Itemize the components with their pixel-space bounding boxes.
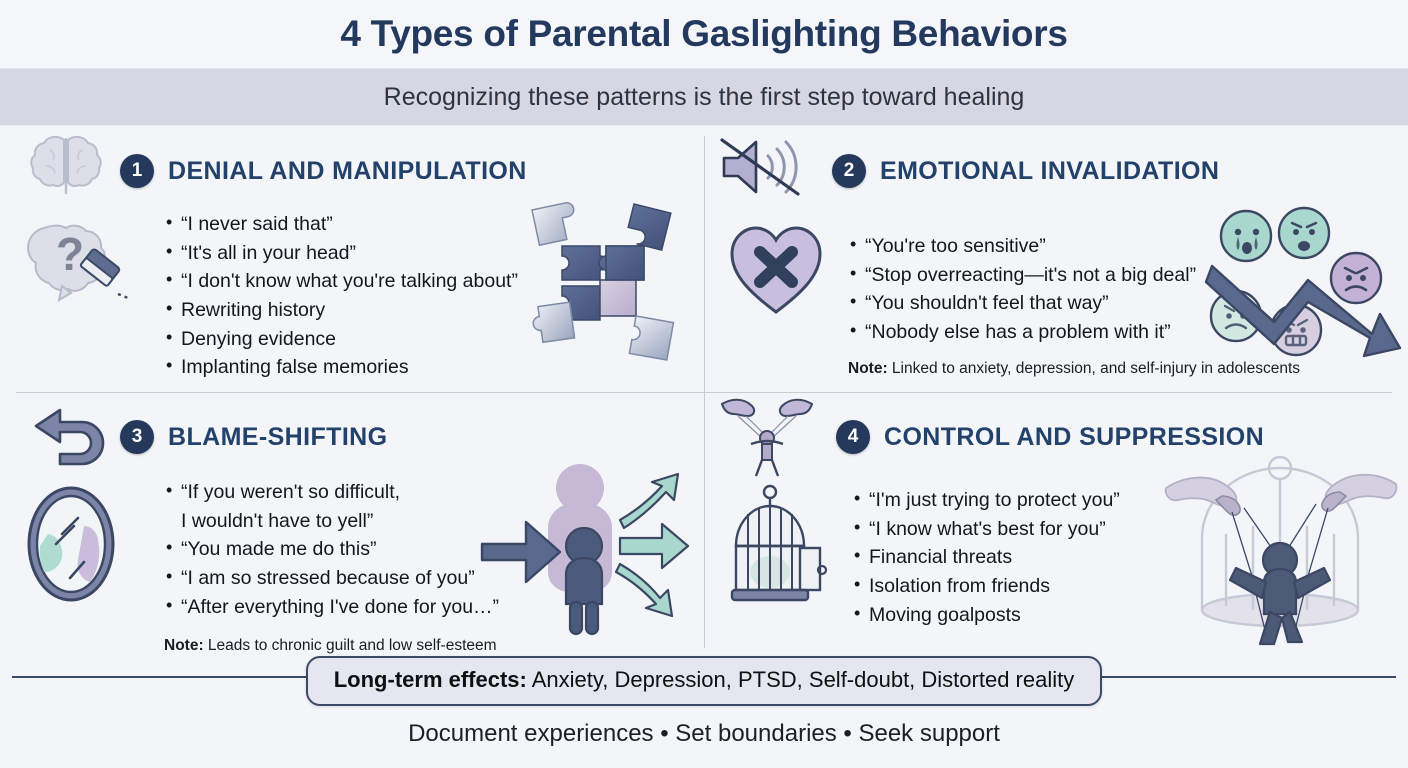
quadrant-grid: ? 1 DENIAL AND MANIPULATION “I never sai… bbox=[0, 126, 1408, 658]
long-term-effects-text: Anxiety, Depression, PTSD, Self-doubt, D… bbox=[526, 667, 1075, 692]
long-term-effects-banner: Long-term effects: Anxiety, Depression, … bbox=[305, 656, 1103, 706]
thought-bubble-eraser-icon: ? bbox=[18, 208, 136, 318]
quadrant-denial-and-manipulation: ? 1 DENIAL AND MANIPULATION “I never sai… bbox=[0, 126, 704, 392]
page-subtitle: Recognizing these patterns is the first … bbox=[383, 82, 1025, 111]
list-item: “It's all in your head” bbox=[164, 238, 594, 268]
page-title: 4 Types of Parental Gaslighting Behavior… bbox=[340, 13, 1068, 54]
list-item: Financial threats bbox=[852, 542, 1232, 572]
note-label: Note: bbox=[164, 637, 204, 655]
list-item: Rewriting history bbox=[164, 295, 594, 325]
footer-tagline: Document experiences • Set boundaries • … bbox=[408, 720, 1000, 747]
page-header: 4 Types of Parental Gaslighting Behavior… bbox=[0, 0, 1408, 68]
quadrant-1-title: DENIAL AND MANIPULATION bbox=[168, 156, 527, 185]
puppet-hands-icon bbox=[718, 394, 816, 478]
quadrant-blame-shifting: 3 BLAME-SHIFTING “If you weren't so diff… bbox=[0, 392, 704, 658]
undo-arrow-icon bbox=[26, 404, 114, 466]
list-item: “After everything I've done for you…” bbox=[164, 592, 544, 622]
quadrant-control-and-suppression: 4 CONTROL AND SUPPRESSION “I'm just tryi… bbox=[704, 392, 1408, 658]
svg-text:?: ? bbox=[56, 228, 84, 280]
quadrant-4-title: CONTROL AND SUPPRESSION bbox=[884, 422, 1265, 451]
list-item: “Stop overreacting—it's not a big deal” bbox=[848, 260, 1278, 290]
puzzle-pieces-icon bbox=[524, 202, 694, 374]
list-item: Isolation from friends bbox=[852, 571, 1232, 601]
quadrant-3-note: Note: Leads to chronic guilt and low sel… bbox=[164, 637, 686, 655]
list-item: “Nobody else has a problem with it” bbox=[848, 317, 1278, 347]
note-text: Linked to anxiety, depression, and self-… bbox=[887, 359, 1301, 377]
quadrant-2-title: EMOTIONAL INVALIDATION bbox=[880, 156, 1220, 185]
heart-x-icon bbox=[724, 218, 828, 318]
quadrant-4-number-badge: 4 bbox=[836, 420, 870, 454]
quadrant-3-title: BLAME-SHIFTING bbox=[168, 422, 388, 451]
mirror-icon bbox=[22, 482, 120, 606]
quadrant-3-bullet-list: “If you weren't so difficult, I wouldn't… bbox=[164, 477, 544, 622]
list-item: “You shouldn't feel that way” bbox=[848, 288, 1278, 318]
brain-icon bbox=[26, 134, 106, 198]
list-item: “I am so stressed because of you” bbox=[164, 563, 544, 593]
list-item: “I know what's best for you” bbox=[852, 514, 1232, 544]
quadrant-4-header: 4 CONTROL AND SUPPRESSION bbox=[830, 406, 1390, 468]
quadrant-2-note: Note: Linked to anxiety, depression, and… bbox=[848, 360, 1390, 378]
quadrant-1-number-badge: 1 bbox=[120, 154, 154, 188]
quadrant-2-bullet-list: “You're too sensitive” “Stop overreactin… bbox=[848, 231, 1278, 347]
quadrant-3-number-badge: 3 bbox=[120, 420, 154, 454]
quadrant-2-number-badge: 2 bbox=[832, 154, 866, 188]
horizontal-divider bbox=[16, 392, 1392, 393]
quadrant-emotional-invalidation: 2 EMOTIONAL INVALIDATION “You're too sen… bbox=[704, 126, 1408, 392]
list-item: “I don't know what you're talking about” bbox=[164, 266, 594, 296]
muted-speaker-icon bbox=[716, 136, 812, 198]
blame-deflection-icon bbox=[480, 462, 690, 642]
marionette-cage-icon bbox=[1156, 454, 1406, 654]
sad-faces-declining-arrow-icon bbox=[1204, 206, 1404, 366]
quadrant-1-header: 1 DENIAL AND MANIPULATION bbox=[114, 140, 686, 202]
list-item: Denying evidence bbox=[164, 324, 594, 354]
birdcage-icon bbox=[724, 484, 828, 612]
list-item: “If you weren't so difficult, I wouldn't… bbox=[164, 477, 544, 535]
quadrant-3-header: 3 BLAME-SHIFTING bbox=[114, 406, 686, 468]
list-item: “You're too sensitive” bbox=[848, 231, 1278, 261]
quadrant-1-bullet-list: “I never said that” “It's all in your he… bbox=[164, 209, 594, 382]
list-item: “I'm just trying to protect you” bbox=[852, 485, 1232, 515]
note-text: Leads to chronic guilt and low self-este… bbox=[203, 637, 497, 655]
list-item: Moving goalposts bbox=[852, 600, 1232, 630]
list-item: “You made me do this” bbox=[164, 534, 544, 564]
subtitle-band: Recognizing these patterns is the first … bbox=[0, 68, 1408, 126]
quadrant-2-header: 2 EMOTIONAL INVALIDATION bbox=[826, 140, 1390, 202]
long-term-effects-label: Long-term effects: bbox=[333, 667, 527, 692]
page-footer: Long-term effects: Anxiety, Depression, … bbox=[0, 656, 1408, 768]
note-label: Note: bbox=[848, 359, 888, 377]
list-item: Implanting false memories bbox=[164, 352, 594, 382]
quadrant-4-bullet-list: “I'm just trying to protect you” “I know… bbox=[852, 485, 1232, 630]
list-item: “I never said that” bbox=[164, 209, 594, 239]
